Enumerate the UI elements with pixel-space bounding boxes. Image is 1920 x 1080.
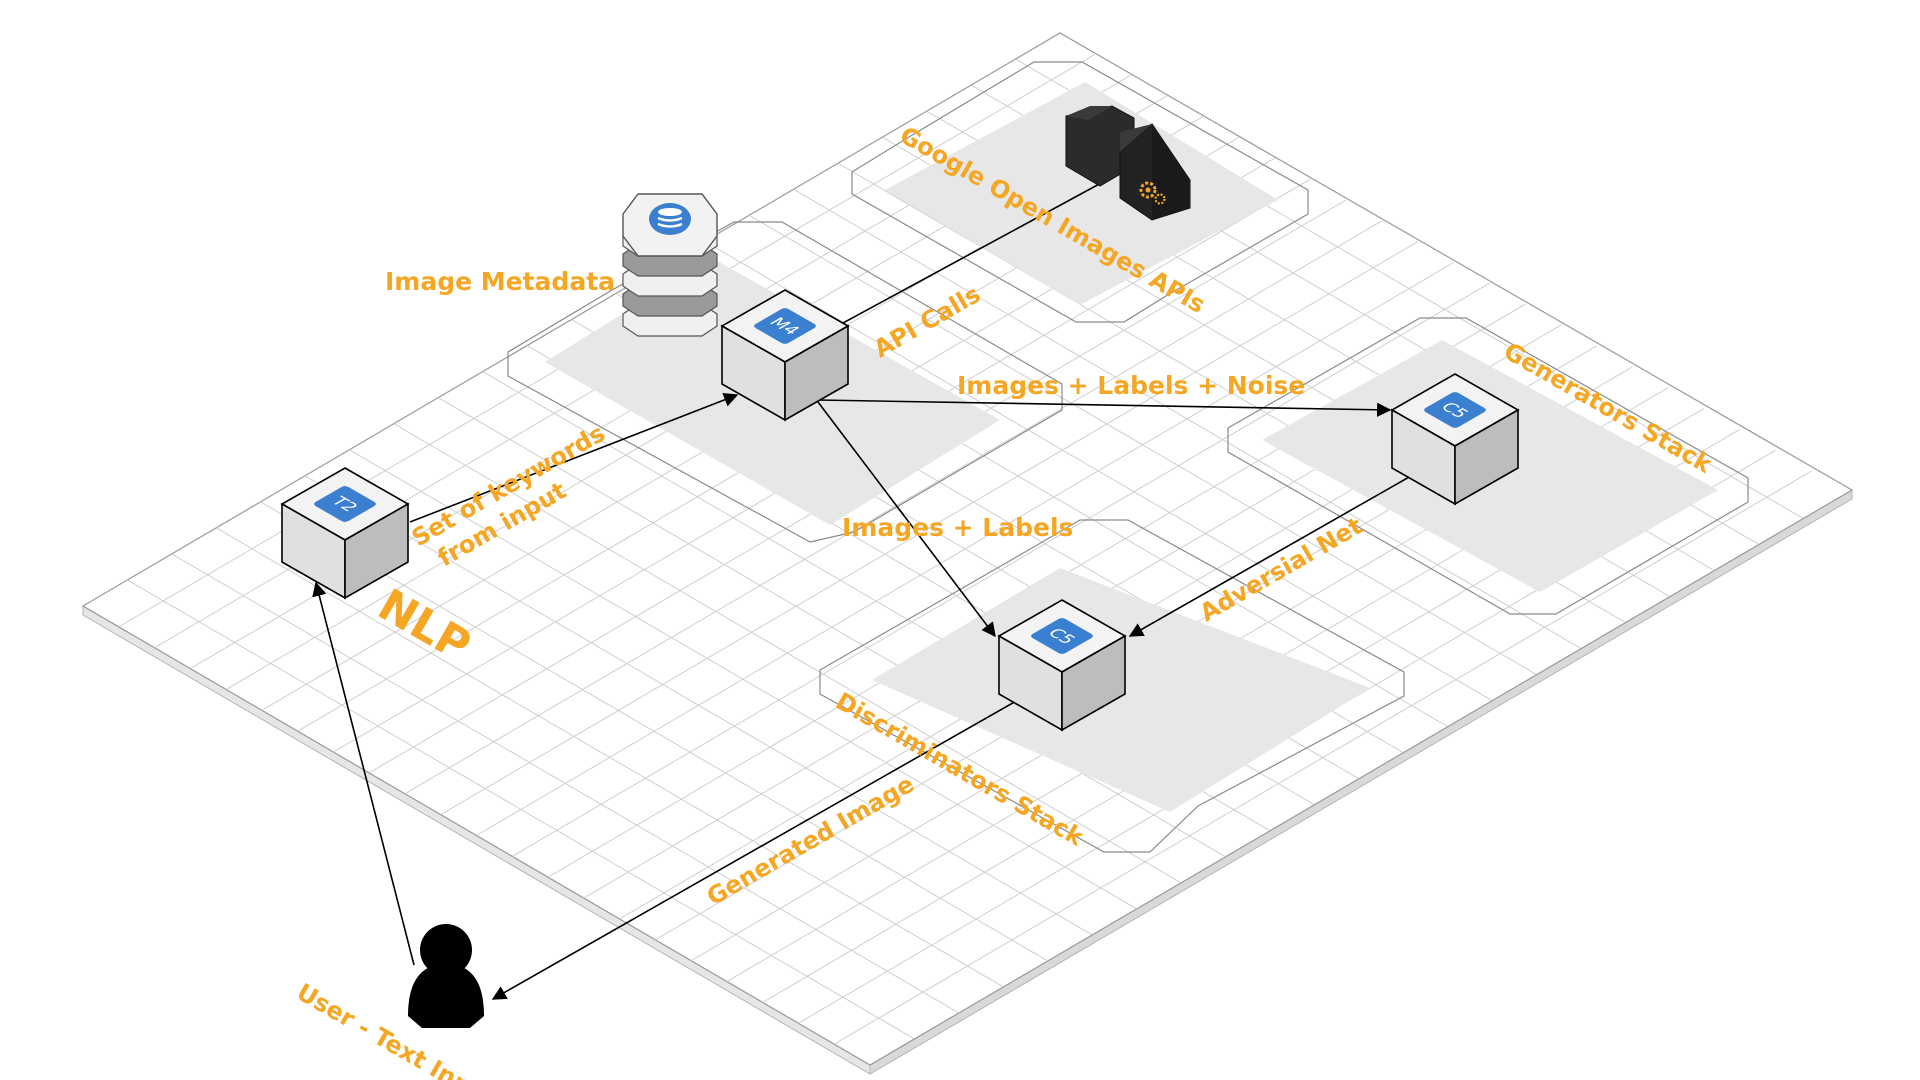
generator-instance[interactable]: C5: [1390, 373, 1520, 506]
edge-keywords: [409, 392, 739, 523]
instance-chip: [754, 308, 816, 344]
edge-images-labels-noise: [817, 399, 1392, 417]
api-gear-icon: [1065, 105, 1191, 221]
edge-label-images-labels: Images + Labels: [842, 513, 1073, 542]
instance-chip: [1031, 618, 1093, 654]
metadata-instance[interactable]: M4: [720, 289, 850, 422]
user-icon: [408, 924, 484, 1028]
edge-generated-image: [491, 691, 1033, 1000]
nlp-instance[interactable]: T2: [280, 467, 410, 600]
instance-chip: [314, 486, 376, 522]
edge-adversial-net: [1128, 467, 1427, 637]
edge-label-images-labels-noise: Images + Labels + Noise: [957, 371, 1305, 400]
database-stack-icon: [622, 193, 718, 337]
edge-images-labels: [817, 401, 996, 638]
edge-user-input: [312, 581, 415, 966]
instance-chip: [1424, 392, 1486, 428]
database-label: Image Metadata: [385, 267, 615, 296]
discriminator-instance[interactable]: C5: [997, 599, 1127, 732]
